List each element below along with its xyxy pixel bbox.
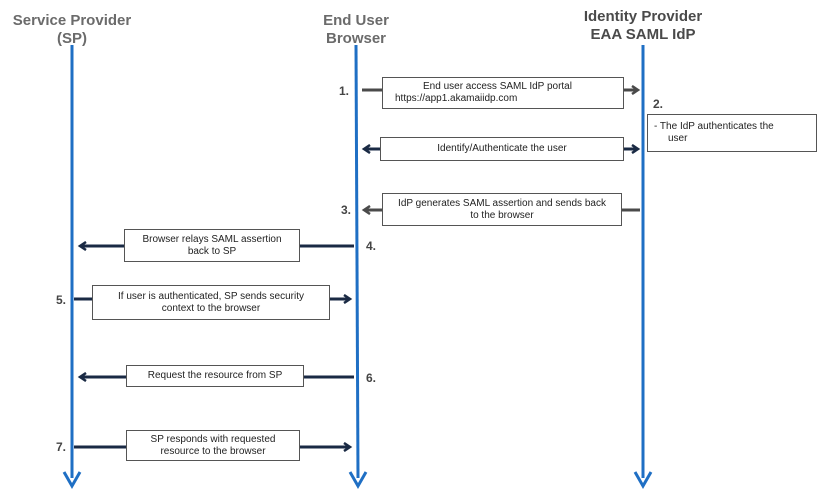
step-number-3: 3. — [341, 203, 352, 217]
lifeline-sp — [62, 45, 82, 490]
step-number-4: 4. — [366, 239, 377, 253]
message-box-authenticate: Identify/Authenticate the user — [380, 137, 624, 161]
step-number-7: 7. — [56, 440, 67, 454]
step-number-1: 1. — [339, 84, 350, 98]
step-number-5: 5. — [56, 293, 67, 307]
note-box-step-2: - The IdP authenticates the user — [647, 114, 817, 152]
step-number-6: 6. — [366, 371, 377, 385]
message-box-step-4: Browser relays SAML assertion back to SP — [124, 229, 300, 262]
message-box-step-3: IdP generates SAML assertion and sends b… — [382, 193, 622, 226]
message-box-step-5: If user is authenticated, SP sends secur… — [92, 285, 330, 320]
header-identity-provider: Identity Provider EAA SAML IdP — [583, 8, 703, 43]
header-end-user-browser: End User Browser — [323, 12, 389, 47]
lifeline-idp — [633, 45, 653, 490]
message-box-step-7: SP responds with requested resource to t… — [126, 430, 300, 461]
header-service-provider: Service Provider (SP) — [12, 12, 132, 47]
step-number-2: 2. — [653, 97, 664, 111]
lifeline-browser — [348, 44, 368, 490]
message-box-step-6: Request the resource from SP — [126, 365, 304, 387]
message-box-step-1: End user access SAML IdP portal https://… — [382, 77, 624, 109]
